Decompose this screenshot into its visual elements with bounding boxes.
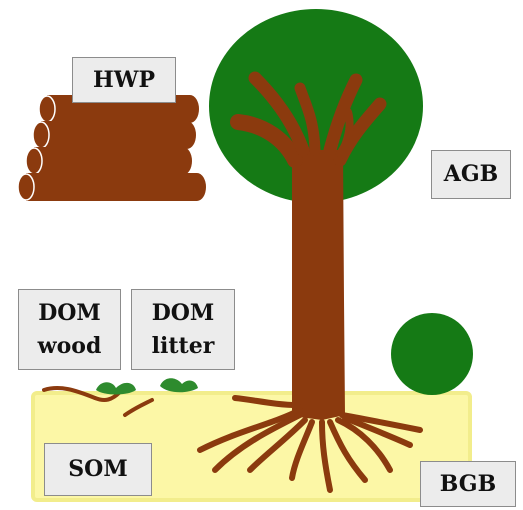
label-bgb: BGB	[420, 461, 516, 507]
label-dom-wood-line1: DOM	[38, 299, 101, 326]
litter-leaves	[96, 378, 198, 395]
tree-canopy	[209, 9, 423, 203]
log	[26, 173, 206, 201]
label-dom-wood-line2: wood	[37, 332, 102, 359]
log-end	[32, 121, 50, 149]
label-dom-litter-line1: DOM	[151, 299, 215, 326]
label-agb: AGB	[431, 150, 511, 199]
log-end	[25, 147, 43, 175]
tree-trunk	[230, 71, 387, 420]
tree-roots	[197, 395, 423, 493]
label-dom-litter: DOM litter	[131, 289, 235, 370]
label-dom-litter-line2: litter	[151, 332, 215, 359]
shrub	[391, 313, 473, 395]
log	[34, 147, 192, 175]
log-stack	[17, 95, 206, 201]
log-end	[17, 173, 35, 201]
log	[41, 121, 196, 149]
label-hwp: HWP	[72, 57, 176, 103]
log-end	[38, 95, 56, 123]
label-dom-wood: DOM wood	[18, 289, 121, 370]
label-som: SOM	[44, 443, 152, 496]
